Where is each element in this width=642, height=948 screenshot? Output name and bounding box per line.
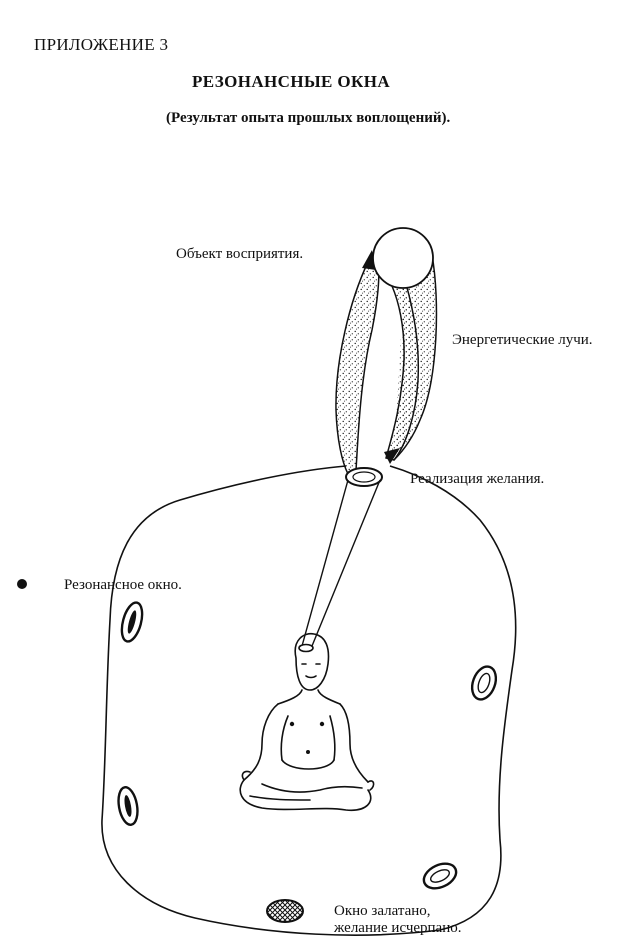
appendix-heading: ПРИЛОЖЕНИЕ 3 bbox=[34, 35, 169, 54]
resonant-window-bottom-right bbox=[422, 862, 458, 890]
label-patched-window: Окно залатано, желание исчерпано. bbox=[334, 903, 461, 936]
object-of-perception bbox=[372, 227, 434, 289]
diagram-title: РЕЗОНАНСНЫЕ ОКНА bbox=[192, 72, 391, 91]
energy-ray-left bbox=[335, 261, 380, 476]
label-object-of-perception: Объект восприятия. bbox=[176, 246, 304, 262]
patched-window bbox=[266, 899, 304, 923]
resonant-window-left-lower bbox=[117, 786, 139, 826]
perception-line-left bbox=[301, 479, 349, 647]
resonant-window-marker bbox=[17, 579, 27, 589]
label-patched-line1: Окно залатано, bbox=[334, 903, 431, 919]
meditating-figure bbox=[239, 632, 375, 812]
label-energy-rays: Энергетические лучи. bbox=[452, 332, 593, 348]
label-patched-line2: желание исчерпано. bbox=[334, 919, 462, 936]
label-realization: Реализация желания. bbox=[410, 471, 545, 487]
diagram-subtitle: (Результат опыта прошлых воплощений). bbox=[166, 110, 451, 126]
realization-opening bbox=[345, 467, 383, 487]
perception-line-right bbox=[311, 479, 381, 647]
aura-boundary bbox=[101, 465, 517, 936]
arrow-to-realization bbox=[384, 448, 400, 464]
resonant-window-left-upper bbox=[120, 601, 144, 643]
label-resonant-window: Резонансное окно. bbox=[64, 577, 182, 593]
resonant-window-right bbox=[470, 665, 498, 701]
